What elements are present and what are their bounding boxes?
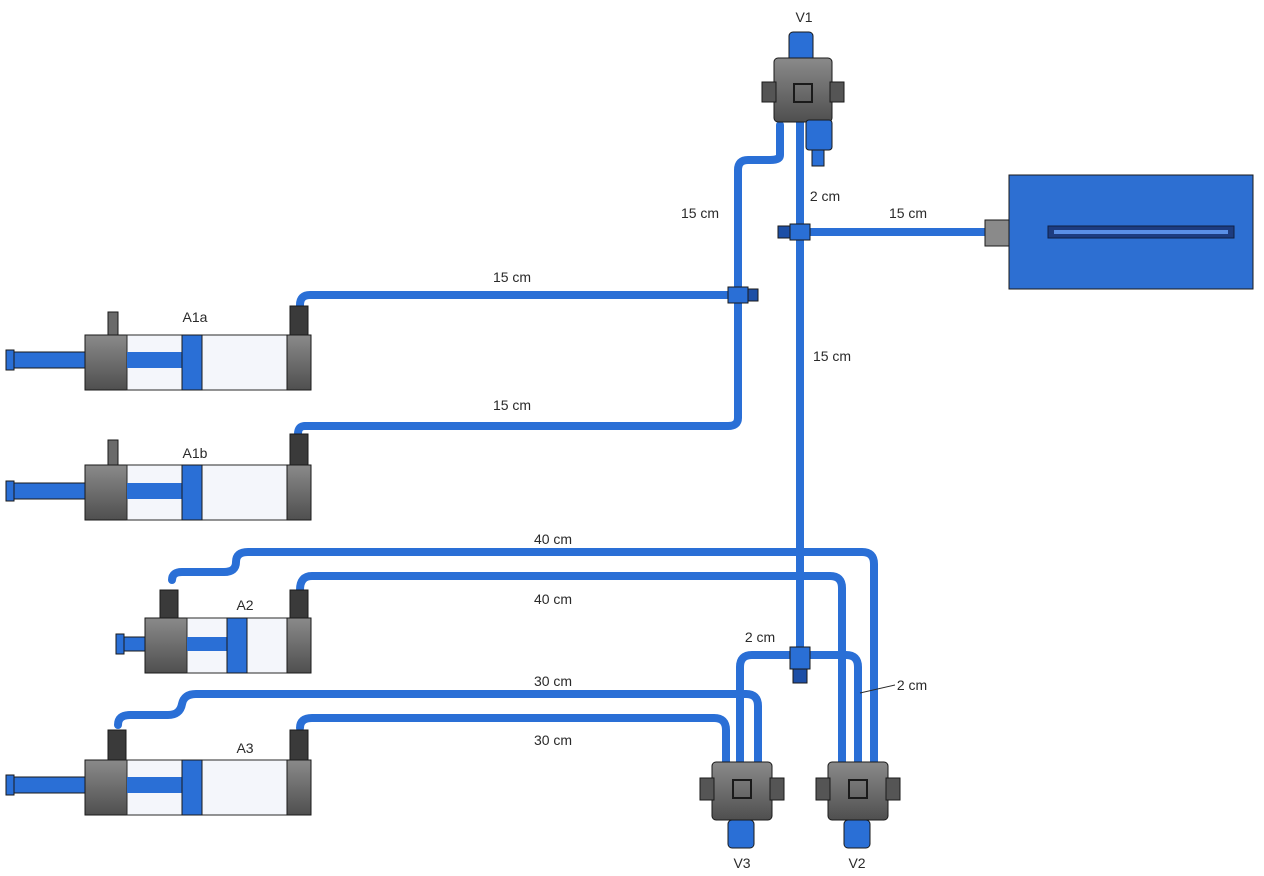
hose-a1b-end — [294, 422, 309, 438]
valve-v1 — [761, 31, 845, 167]
tee-a1 — [727, 286, 749, 304]
hose-v1-down — [301, 121, 784, 430]
hose-a1a — [296, 291, 742, 316]
length-v-tee-left: 2 cm — [745, 629, 775, 645]
length-a2-upper: 40 cm — [534, 531, 572, 547]
hose-vtee-left — [736, 651, 804, 774]
label-v3: V3 — [733, 855, 750, 871]
valve-v2 — [815, 761, 901, 849]
hose-a2-lower — [296, 572, 846, 774]
label-a3: A3 — [236, 740, 253, 756]
length-a1b-line: 15 cm — [493, 397, 531, 413]
length-a2-lower: 40 cm — [534, 591, 572, 607]
cylinder-a3 — [5, 729, 312, 816]
tee-a1-cap — [747, 288, 759, 302]
hose-a3-lower — [296, 714, 730, 774]
length-a3-upper: 30 cm — [534, 673, 572, 689]
label-a1a: A1a — [183, 309, 208, 325]
label-a1b: A1b — [183, 445, 208, 461]
hose-a3-upper — [114, 690, 762, 774]
length-v1-stub: 2 cm — [810, 188, 840, 204]
leader-line — [859, 684, 896, 694]
length-tank-line: 15 cm — [889, 205, 927, 221]
label-v2: V2 — [848, 855, 865, 871]
length-v1-down: 15 cm — [681, 205, 719, 221]
cylinder-a1a — [5, 305, 312, 391]
length-main-vertical: 15 cm — [813, 348, 851, 364]
tee-tank — [789, 223, 811, 241]
label-a2: A2 — [236, 597, 253, 613]
tank — [984, 174, 1254, 290]
hose-vtee-right — [796, 651, 862, 774]
length-a1a-line: 15 cm — [493, 269, 531, 285]
label-v1: V1 — [795, 9, 812, 25]
length-v-tee-right: 2 cm — [897, 677, 927, 693]
tee-v-cap — [792, 668, 808, 684]
tee-tank-cap — [777, 225, 791, 239]
tee-v — [789, 646, 811, 670]
valve-v3 — [699, 761, 785, 849]
hoses — [114, 116, 989, 774]
cylinder-a1b — [5, 433, 312, 521]
cylinder-a2 — [115, 589, 312, 674]
tee-fittings — [727, 223, 811, 684]
length-a3-lower: 30 cm — [534, 732, 572, 748]
hose-a2-upper — [168, 548, 878, 774]
labels: V1 V2 V3 A1a A1b A2 A3 15 cm 2 cm 15 cm … — [183, 9, 928, 871]
